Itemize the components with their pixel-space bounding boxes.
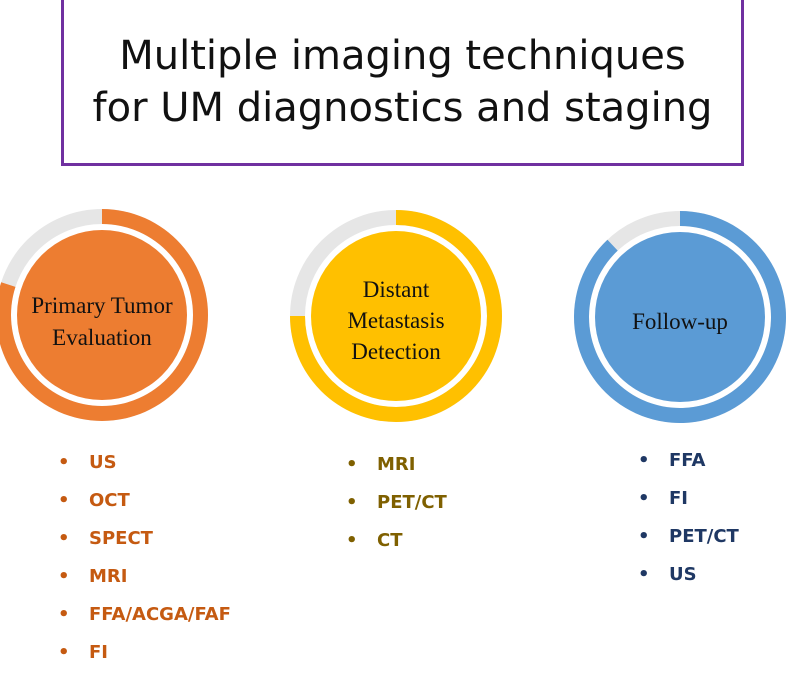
- list-item: • FFA: [638, 448, 739, 486]
- bullet-icon: •: [58, 528, 70, 549]
- ring-center-disc: [311, 231, 481, 401]
- technique-label: MRI: [377, 454, 416, 475]
- list-item: • FI: [638, 486, 739, 524]
- technique-label: CT: [377, 530, 403, 551]
- label-line: Follow-up: [632, 309, 728, 334]
- list-item: • FFA/ACGA/FAF: [58, 602, 231, 640]
- technique-label: MRI: [89, 566, 128, 587]
- technique-label: US: [89, 452, 117, 473]
- list-item: • US: [58, 450, 231, 488]
- list-item: • CT: [346, 528, 447, 566]
- technique-list-primary: • US • OCT • SPECT • MRI • FFA/ACGA/FAF • FI: [58, 450, 231, 678]
- technique-label: FFA: [669, 450, 706, 471]
- list-item: • US: [638, 562, 739, 600]
- label-line: Distant: [362, 276, 430, 302]
- bullet-icon: •: [58, 566, 70, 587]
- technique-label: PET/CT: [377, 492, 447, 513]
- ring-distant-metastasis: [290, 210, 502, 422]
- technique-label: US: [669, 564, 697, 585]
- technique-label: OCT: [89, 490, 130, 511]
- label-line: Detection: [351, 338, 441, 364]
- title-line-2: for UM diagnostics and staging: [92, 84, 713, 131]
- label-distant-metastasis-detection: Distant Metastasis Detection: [310, 270, 482, 370]
- technique-label: FFA/ACGA/FAF: [89, 604, 231, 625]
- ring-follow-up: [574, 211, 786, 423]
- stage-rings: [0, 209, 786, 423]
- bullet-icon: •: [346, 530, 358, 551]
- list-item: • PET/CT: [638, 524, 739, 562]
- title-line-1: Multiple imaging techniques: [119, 32, 686, 79]
- bullet-icon: •: [346, 454, 358, 475]
- ring-primary-tumor: [0, 209, 208, 421]
- bullet-icon: •: [58, 642, 70, 663]
- technique-label: SPECT: [89, 528, 153, 549]
- list-item: • MRI: [346, 452, 447, 490]
- technique-label: PET/CT: [669, 526, 739, 547]
- list-item: • MRI: [58, 564, 231, 602]
- label-line: Evaluation: [52, 325, 152, 350]
- bullet-icon: •: [346, 492, 358, 513]
- label-line: Metastasis: [347, 307, 445, 333]
- bullet-icon: •: [638, 450, 650, 471]
- technique-label: FI: [89, 642, 108, 663]
- title-box: Multiple imaging techniques for UM diagn…: [61, 0, 744, 166]
- bullet-icon: •: [638, 488, 650, 509]
- list-item: • OCT: [58, 488, 231, 526]
- label-follow-up: Follow-up: [594, 297, 766, 347]
- bullet-icon: •: [58, 452, 70, 473]
- ring-center-disc: [595, 232, 765, 402]
- bullet-icon: •: [58, 604, 70, 625]
- list-item: • FI: [58, 640, 231, 678]
- technique-list-distant: • MRI • PET/CT • CT: [346, 452, 447, 566]
- bullet-icon: •: [638, 564, 650, 585]
- technique-list-followup: • FFA • FI • PET/CT • US: [638, 448, 739, 600]
- label-primary-tumor-evaluation: Primary Tumor Evaluation: [16, 272, 188, 372]
- list-item: • PET/CT: [346, 490, 447, 528]
- list-item: • SPECT: [58, 526, 231, 564]
- ring-center-disc: [17, 230, 187, 400]
- bullet-icon: •: [638, 526, 650, 547]
- bullet-icon: •: [58, 490, 70, 511]
- technique-label: FI: [669, 488, 688, 509]
- label-line: Primary Tumor: [31, 293, 173, 318]
